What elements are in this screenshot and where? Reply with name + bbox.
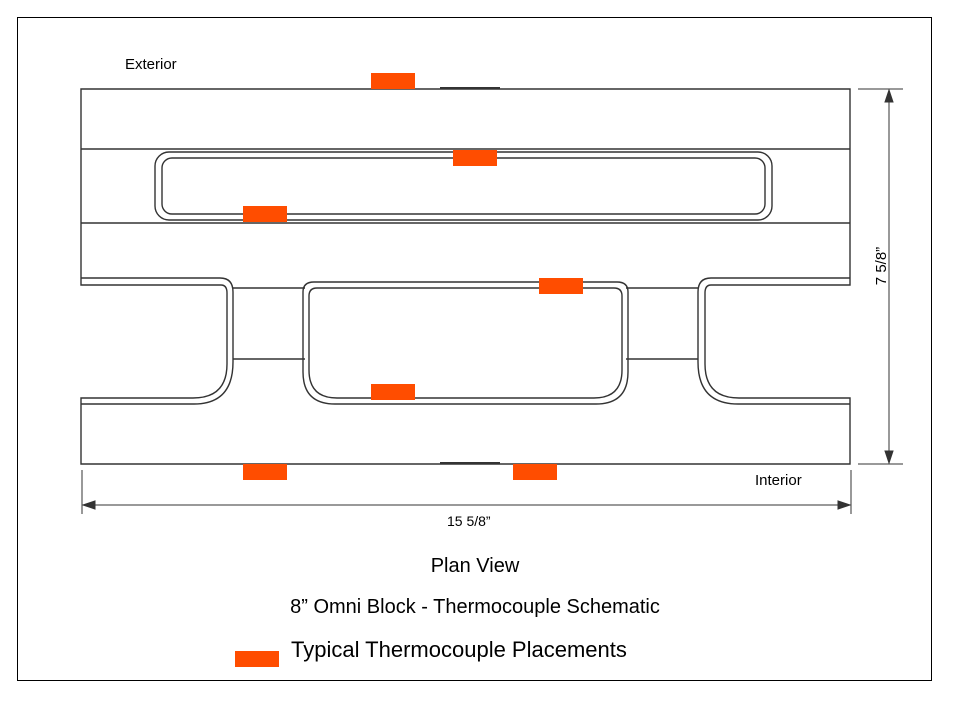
thermocouple-center-core-top [539,278,583,294]
exterior-shell-inner-line-right [697,277,850,405]
legend-thermocouple-swatch [235,651,279,667]
center-core-inner [308,287,623,399]
height-dimension-label: 7 5/8” [873,246,890,286]
width-dimension-label: 15 5/8” [447,513,491,529]
thermocouple-center-core-bottom [371,384,415,400]
thermocouple-interior-face-right [513,464,557,480]
height-arrow-bottom [884,450,894,465]
exterior-shell-inner-line [81,277,234,405]
schematic-title: 8” Omni Block - Thermocouple Schematic [290,596,660,618]
center-core-outer [302,281,629,405]
thermocouples [243,73,583,480]
exterior-label: Exterior [125,56,177,73]
thermocouple-exterior-face [371,73,415,89]
thermocouple-upper-core-top [453,150,497,166]
width-dimension [81,470,852,514]
interior-label: Interior [755,472,802,489]
width-arrow-left [81,500,96,510]
legend-label: Typical Thermocouple Placements [291,637,627,662]
block-outline [80,87,851,465]
plan-view-caption: Plan View [430,555,520,577]
upper-core-inner [161,157,766,215]
width-arrow-right [837,500,852,510]
page-frame [17,17,932,681]
thermocouple-interior-face-left [243,464,287,480]
thermocouple-upper-core-bottom [243,206,287,222]
height-dimension [858,88,903,465]
height-arrow-top [884,88,894,103]
exterior-face-shell [80,88,851,465]
